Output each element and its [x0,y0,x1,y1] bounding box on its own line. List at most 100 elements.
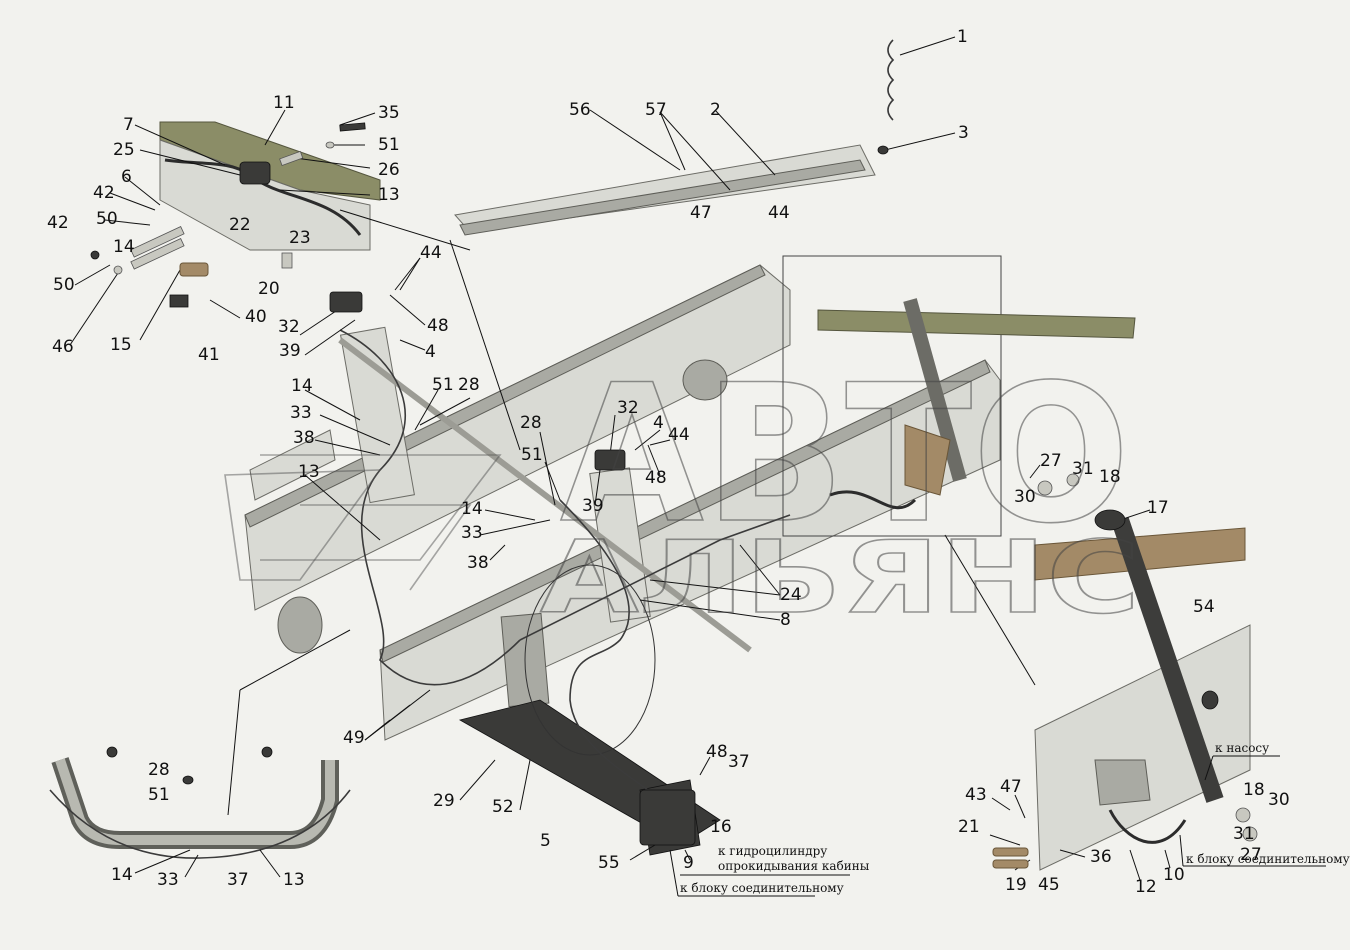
callout-label: 36 [1090,847,1112,867]
callout-label: 35 [378,103,400,123]
callout-label: 10 [1163,865,1185,885]
connection-notes: к насосу к блоку соединительному к гидро… [669,741,1350,897]
callout-label: 33 [461,523,483,543]
callout-label: 47 [1000,777,1022,797]
callout-label: 13 [378,185,400,205]
callout-label: 19 [1005,875,1027,895]
callout-label: 33 [290,403,312,423]
callout-label: 47 [690,203,712,223]
callout-label: 46 [52,337,74,357]
callout-label: 21 [958,817,980,837]
watermark-logo [224,454,502,591]
watermark: АВТО АЛЬЯНС [224,343,1141,637]
callout-label: 31 [1072,459,1094,479]
callout-label: 30 [1014,487,1036,507]
callout-label: 29 [433,791,455,811]
cab-detail-top-left [159,121,381,251]
callout-label: 42 [93,183,115,203]
callout-label: 14 [291,376,313,396]
callout-label: 39 [279,341,301,361]
callout-label: 22 [229,215,251,235]
callout-label: 32 [278,317,300,337]
callout-label: 37 [728,752,750,772]
callout-label: 8 [780,610,791,630]
callout-label: 28 [148,760,170,780]
note-to-cylinder-line-1: к гидроцилиндру [718,844,827,858]
callout-label: 51 [432,375,454,395]
callout-label: 1 [957,27,968,47]
callout-label: 56 [569,100,591,120]
callout-label: 23 [289,228,311,248]
callout-label: 26 [378,160,400,180]
callout-label: 48 [645,468,667,488]
callout-label: 24 [780,585,802,605]
note-to-pump: к насосу [1215,741,1269,755]
callout-labels: 1 2 3 56 57 47 44 11 35 7 51 25 26 6 13 … [47,27,1290,897]
callout-label: 18 [1243,780,1265,800]
callout-label: 28 [458,375,480,395]
callout-label: 41 [198,345,220,365]
callout-label: 13 [298,462,320,482]
callout-label: 43 [965,785,987,805]
cylinder-detail-right-box [782,255,1136,537]
callout-label: 39 [582,496,604,516]
callout-label: 5 [540,831,551,851]
callout-label: 51 [378,135,400,155]
callout-label: 32 [617,398,639,418]
callout-label: 2 [710,100,721,120]
callout-label: 30 [1268,790,1290,810]
callout-label: 49 [343,728,365,748]
callout-label: 25 [113,140,135,160]
watermark-line-2: АЛЬЯНС [540,519,1140,636]
callout-label: 17 [1147,498,1169,518]
small-parts [90,122,1258,869]
callout-label: 4 [653,413,664,433]
callout-label: 50 [96,209,118,229]
callout-label: 57 [645,100,667,120]
callout-label: 27 [1040,451,1062,471]
callout-label: 31 [1233,824,1255,844]
callout-label: 55 [598,853,620,873]
callout-label: 28 [520,413,542,433]
cylinder-detail-lower-right [1034,517,1251,871]
callout-label: 13 [283,870,305,890]
callout-label: 44 [768,203,790,223]
note-to-cylinder-line-2: опрокидывания кабины [718,859,870,873]
callout-label: 40 [245,307,267,327]
callout-label: 33 [157,870,179,890]
callout-label: 51 [148,785,170,805]
callout-label: 15 [110,335,132,355]
callout-label: 50 [53,275,75,295]
callout-label: 54 [1193,597,1215,617]
callout-label: 48 [427,316,449,336]
callout-label: 27 [1240,845,1262,865]
note-to-block-center: к блоку соединительному [680,881,844,895]
callout-label: 18 [1099,467,1121,487]
callout-label: 14 [111,865,133,885]
cab-rail-top [454,39,895,236]
callout-label: 44 [420,243,442,263]
callout-label: 42 [47,213,69,233]
callout-label: 20 [258,279,280,299]
chassis-frame [244,264,1001,741]
callout-label: 14 [461,499,483,519]
note-to-block-right: к блоку соединительному [1186,852,1350,866]
callout-label: 6 [121,167,132,187]
callout-label: 38 [467,553,489,573]
callout-label: 52 [492,797,514,817]
callout-label: 14 [113,237,135,257]
callout-label: 44 [668,425,690,445]
callout-label: 3 [958,123,969,143]
callout-label: 9 [683,853,694,873]
hose-loop-detail [49,757,351,859]
callout-label: 37 [227,870,249,890]
callout-label: 45 [1038,875,1060,895]
callout-label: 48 [706,742,728,762]
callout-label: 4 [425,342,436,362]
callout-label: 11 [273,93,295,113]
callout-label: 16 [710,817,732,837]
callout-label: 51 [521,445,543,465]
callout-label: 7 [123,115,134,135]
